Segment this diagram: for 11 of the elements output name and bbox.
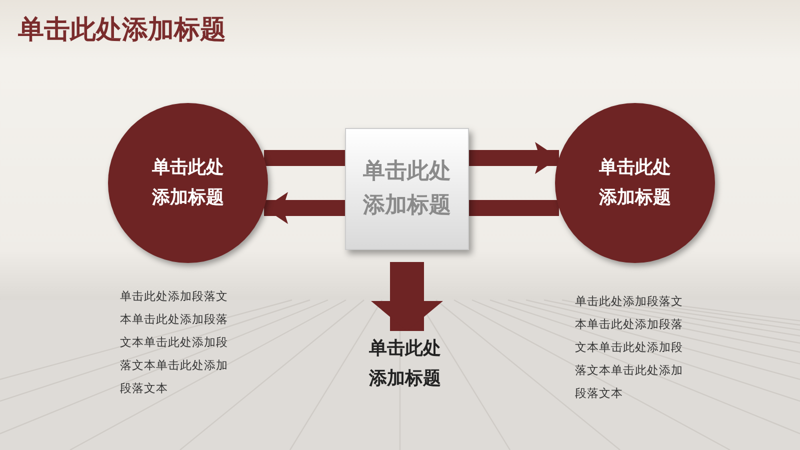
- node-heading: 单击此处添加标题: [368, 337, 442, 391]
- title: 单击此处添加标题: [18, 14, 226, 47]
- node-label: 单击此处添加标题: [362, 158, 452, 220]
- arrow: [371, 262, 443, 331]
- process-box: [345, 128, 469, 250]
- arrow: [264, 192, 345, 224]
- node-label: 单击此处添加标题: [151, 156, 225, 210]
- node-label: 单击此处添加标题: [598, 156, 672, 210]
- arrow: [469, 142, 559, 174]
- paragraph-text: 单击此处添加段落文本单击此处添加段落文本单击此处添加段落文本单击此处添加段落文本: [120, 288, 229, 397]
- paragraph-text: 单击此处添加段落文本单击此处添加段落文本单击此处添加段落文本单击此处添加段落文本: [575, 293, 684, 402]
